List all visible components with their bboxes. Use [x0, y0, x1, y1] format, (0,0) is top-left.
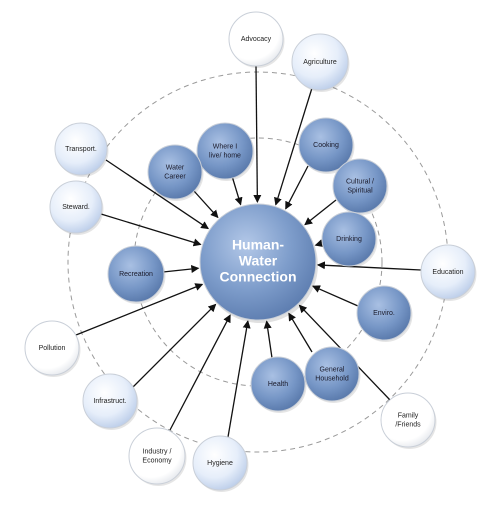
node-label: Agriculture [303, 59, 337, 66]
node-circle [82, 373, 138, 429]
center-circle [199, 203, 317, 321]
arrow-transport [105, 159, 210, 230]
node-label: Industry / [143, 448, 172, 455]
node-label: Steward. [62, 204, 90, 211]
arrow-cultural-spiritual [304, 199, 337, 226]
center-label: Water [239, 253, 278, 269]
node-family-friends: Family/Friends [380, 392, 437, 449]
node-cooking: Cooking [298, 117, 355, 174]
node-circle [304, 346, 360, 402]
node-label: Hygiene [207, 460, 233, 467]
node-label: Family [398, 412, 419, 419]
arrow-recreation [162, 265, 200, 273]
node-circle [250, 356, 306, 412]
node-circle [196, 122, 254, 180]
node-label: Cultural / [346, 178, 374, 185]
arrow-advocacy [253, 65, 262, 204]
arrow-agriculture [274, 87, 313, 206]
node-agriculture: Agriculture [291, 33, 350, 92]
node-label: Career [164, 173, 186, 180]
node-circle [228, 11, 284, 67]
node-enviro: Enviro. [356, 285, 413, 342]
arrow-where-i-live-home [231, 175, 243, 206]
node-drinking: Drinking [321, 211, 378, 268]
node-circle [128, 427, 186, 485]
node-hygiene: Hygiene [192, 435, 249, 492]
node-label: Where I [213, 143, 238, 150]
arrow-cooking [285, 165, 309, 210]
node-label: Drinking [336, 236, 362, 243]
node-label: Transport. [65, 146, 97, 153]
node-pollution: Pollution [24, 320, 81, 377]
arrow-health [263, 320, 273, 359]
node-circle [420, 244, 476, 300]
node-label: Education [432, 269, 463, 276]
node-label: Household [315, 375, 349, 382]
arrow-enviro [312, 285, 359, 307]
node-label: /Friends [395, 421, 421, 428]
node-label: Spiritual [347, 187, 373, 194]
arrow-industry-economy [169, 314, 231, 431]
arrow-steward [100, 213, 202, 247]
node-education: Education [420, 244, 477, 301]
arrow-pollution [75, 283, 204, 336]
node-advocacy: Advocacy [228, 11, 285, 68]
node-transport: Transport. [54, 122, 109, 177]
node-circle [54, 122, 108, 176]
node-recreation: Recreation [107, 245, 166, 304]
center-label: Human- [232, 237, 284, 253]
node-steward: Steward. [49, 180, 104, 235]
node-circle [49, 180, 103, 234]
arrow-general-household [288, 312, 313, 353]
node-label: Health [268, 381, 288, 388]
node-circle [298, 117, 354, 173]
node-circle [147, 144, 203, 200]
arrow-hygiene [227, 320, 251, 438]
node-cultural-spiritual: Cultural / Spiritual [332, 158, 389, 215]
node-label: General [320, 366, 345, 373]
node-circle [192, 435, 248, 491]
arrow-infrastruct [131, 303, 217, 389]
node-industry-economy: Industry / Economy [128, 427, 187, 486]
node-label: Recreation [119, 271, 153, 278]
node-infrastruct: Infrastruct. [82, 373, 139, 430]
node-circle [107, 245, 165, 303]
node-label: Infrastruct. [93, 398, 126, 405]
node-label: live/ home [209, 152, 241, 159]
node-circle [380, 392, 436, 448]
node-where-i-live-home: Where I live/ home [196, 122, 255, 181]
arrow-education [316, 261, 422, 271]
node-label: Water [166, 164, 185, 171]
node-circle [24, 320, 80, 376]
node-circle [332, 158, 388, 214]
node-label: Pollution [39, 345, 66, 352]
node-label: Enviro. [373, 310, 395, 317]
arrow-drinking [314, 239, 324, 248]
arrow-water-career [193, 190, 219, 219]
node-circle [291, 33, 349, 91]
node-label: Economy [142, 457, 172, 464]
node-circle [321, 211, 377, 267]
center-label: Connection [220, 269, 297, 285]
node-circle [356, 285, 412, 341]
node-health: Health [250, 356, 307, 413]
node-label: Advocacy [241, 36, 272, 43]
node-label: Cooking [313, 142, 339, 149]
